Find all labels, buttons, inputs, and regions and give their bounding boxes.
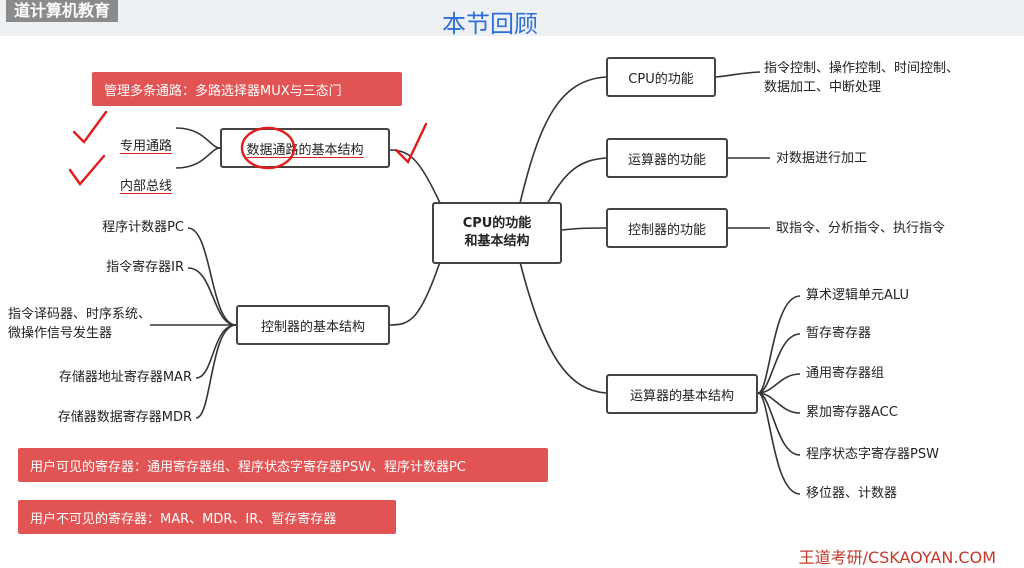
leaf-alu-struct-acc: 累加寄存器ACC xyxy=(806,405,898,420)
leaf-internal-bus-label: 内部总线 xyxy=(119,179,172,194)
edge-datapath-l1 xyxy=(175,147,221,169)
brand-watermark: 道计算机教育 xyxy=(6,0,119,22)
leaf-alu-struct-psw: 程序状态字寄存器PSW xyxy=(806,447,939,462)
leaf-alu-struct-gpr: 通用寄存器组 xyxy=(806,366,885,381)
leaf-cu-mdr: 存储器数据寄存器MDR xyxy=(57,410,192,425)
edge-center-cu-struct xyxy=(389,261,441,326)
edge-alu-struct-l1 xyxy=(757,333,801,394)
leaf-alu-struct-alu: 算术逻辑单元ALU xyxy=(806,288,910,303)
node-datapath-structure: 数据通路的基本结构 xyxy=(220,128,390,168)
edge-alu-struct-l2 xyxy=(757,373,801,394)
edge-center-cpu-func xyxy=(519,76,607,204)
note-visible-registers: 用户可见的寄存器：通用寄存器组、程序状态字寄存器PSW、程序计数器PC xyxy=(18,448,548,482)
note-invisible-registers: 用户不可见的寄存器：MAR、MDR、IR、暂存寄存器 xyxy=(18,500,396,534)
leaf-dedicated-path: 专用通路 xyxy=(108,118,172,156)
edge-center-datapath xyxy=(389,149,441,204)
node-cpu-function: CPU的功能 xyxy=(606,57,716,97)
edge-center-alu-struct xyxy=(519,261,607,394)
leaf-cu-function: 取指令、分析指令、执行指令 xyxy=(776,221,946,236)
edge-cu-struct-l4 xyxy=(195,324,237,419)
edge-alu-struct-l5 xyxy=(757,392,801,495)
leaf-cpu-function: 指令控制、操作控制、时间控制、 数据加工、中断处理 xyxy=(764,61,960,95)
leaf-internal-bus: 内部总线 xyxy=(108,158,172,196)
edge-center-alu-func xyxy=(544,157,607,209)
edge-alu-struct-l3 xyxy=(757,392,801,414)
leaf-alu-struct-shifter: 移位器、计数器 xyxy=(806,486,898,501)
leaf-dedicated-path-label: 专用通路 xyxy=(119,139,172,154)
leaf-cu-mar: 存储器地址寄存器MAR xyxy=(58,370,192,385)
node-cu-structure: 控制器的基本结构 xyxy=(236,305,390,345)
edge-cu-struct-l3 xyxy=(195,324,237,379)
page-title: 本节回顾 xyxy=(442,10,538,38)
leaf-cu-decoder: 指令译码器、时序系统、 微操作信号发生器 xyxy=(8,307,152,341)
leaf-alu-function: 对数据进行加工 xyxy=(776,151,868,166)
leaf-alu-struct-temp: 暂存寄存器 xyxy=(806,326,872,341)
datapath-structure-label: 数据通路的基本结构 xyxy=(246,142,364,158)
node-alu-function: 运算器的功能 xyxy=(606,138,728,178)
edge-datapath-l0 xyxy=(175,127,221,149)
edge-center-cu-func xyxy=(561,227,607,231)
edge-cu-struct-l0 xyxy=(187,227,237,326)
leaf-cu-ir: 指令寄存器IR xyxy=(106,260,184,275)
node-alu-structure: 运算器的基本结构 xyxy=(606,374,758,414)
edge-cu-struct-l1 xyxy=(187,267,237,326)
edge-alu-struct-l0 xyxy=(757,295,801,394)
leaf-cu-pc: 程序计数器PC xyxy=(102,220,184,235)
edge-cpu-func-leaf xyxy=(715,71,761,78)
edge-alu-struct-l4 xyxy=(757,392,801,456)
center-node: CPU的功能 和基本结构 xyxy=(432,202,562,264)
top-bar xyxy=(0,0,1024,36)
node-cu-function: 控制器的功能 xyxy=(606,208,728,248)
footer-watermark: 王道考研/CSKAOYAN.COM xyxy=(798,548,996,567)
note-mux: 管理多条通路：多路选择器MUX与三态门 xyxy=(92,72,402,106)
